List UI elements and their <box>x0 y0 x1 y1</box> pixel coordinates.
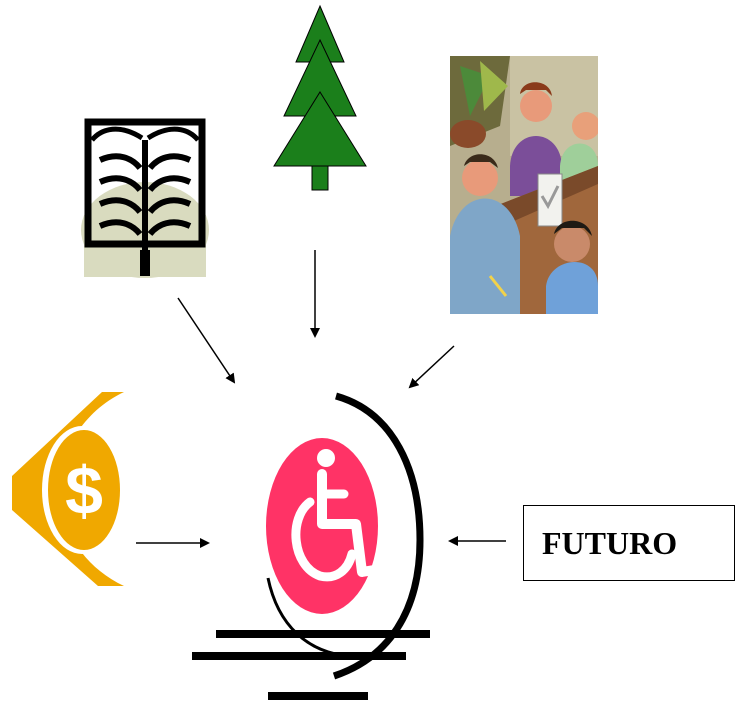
futuro-label: FUTURO <box>542 524 678 561</box>
arrow-book <box>177 297 236 384</box>
arrow-meeting <box>408 345 455 389</box>
wheelchair-accessibility-icon <box>188 390 438 706</box>
tree-icon <box>270 4 370 192</box>
business-meeting-clipart <box>450 56 598 314</box>
book-icon <box>80 110 210 280</box>
futuro-box: FUTURO <box>523 505 735 581</box>
dollar-coin-icon: $ <box>12 392 124 586</box>
svg-text:$: $ <box>65 453 103 529</box>
